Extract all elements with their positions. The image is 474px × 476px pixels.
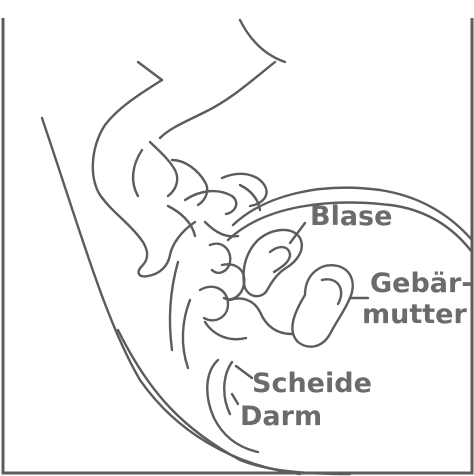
- uterus-organ: [292, 265, 352, 346]
- label-bowel: Darm: [240, 401, 322, 432]
- label-uterus-line1: Gebär-: [370, 268, 473, 299]
- label-uterus-line2: mutter: [362, 299, 467, 330]
- inner-folds: [170, 244, 292, 368]
- label-bladder: Blase: [310, 201, 392, 232]
- bowel-inner: [224, 362, 232, 414]
- uterus-inner: [322, 279, 341, 304]
- hand-illustration: [93, 20, 285, 276]
- label-vagina: Scheide: [252, 368, 372, 399]
